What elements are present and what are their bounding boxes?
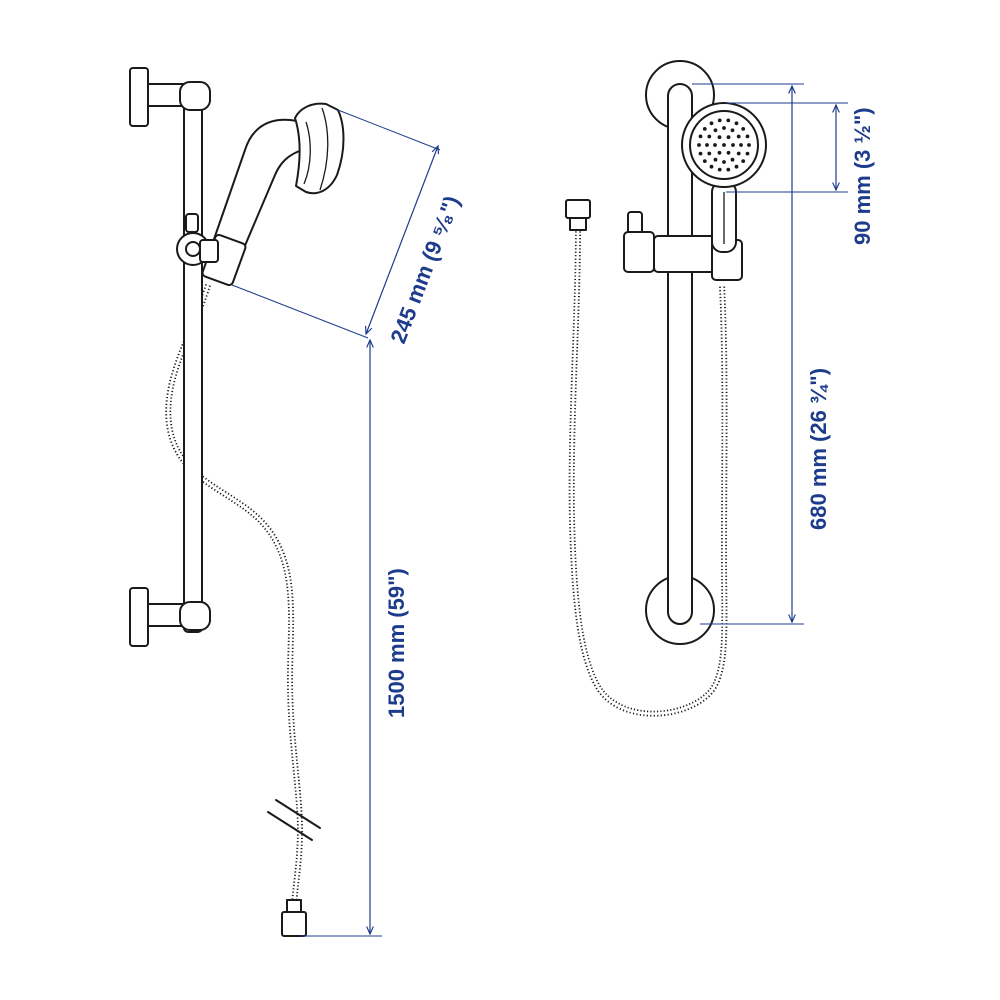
dimension-rail-height: 680 mm (26 ¾") [692, 83, 831, 625]
nozzle-dot [707, 151, 712, 156]
hose-front [568, 227, 728, 717]
nozzle-dot [709, 164, 714, 169]
nozzle-dot [717, 118, 722, 123]
dimension-head-diameter: 90 mm (3 ½") [726, 102, 875, 245]
nozzle-dot [717, 150, 722, 155]
nozzle-dot [741, 126, 746, 131]
nozzle-dot [745, 134, 750, 139]
nozzle-dot [747, 143, 751, 147]
nozzle-dot [713, 143, 717, 147]
dimension-head-length-label: 245 mm (9 ⁵⁄₈") [385, 192, 464, 346]
nozzle-dot [707, 134, 712, 139]
wall-bracket-bottom [129, 587, 211, 647]
nozzle-dot [726, 135, 731, 140]
nozzle-dot [739, 143, 743, 147]
nozzle-dot [726, 118, 731, 123]
nozzle-dot [702, 159, 707, 164]
slide-rail-front [667, 83, 693, 625]
nozzle-dot [722, 143, 726, 147]
nozzle-dot [736, 151, 741, 156]
nozzle-dot [717, 167, 722, 172]
dimension-head-diameter-label: 90 mm (3 ½") [850, 107, 875, 245]
nozzle-dot [726, 167, 731, 172]
hose-connector-top [565, 199, 591, 231]
dimension-rail-height-label: 680 mm (26 ¾") [806, 368, 831, 530]
nozzle-dot [722, 126, 726, 130]
nozzle-dot [698, 134, 703, 139]
nozzle-dot [736, 134, 741, 139]
rail-slider-front [623, 211, 743, 281]
nozzle-dot [731, 143, 735, 147]
dimension-hose-length-label: 1500 mm (59") [384, 568, 409, 718]
front-view: 680 mm (26 ¾") 90 mm (3 ½") [565, 60, 875, 717]
nozzle-dot [726, 150, 731, 155]
wall-bracket-top [129, 67, 211, 127]
hand-shower-front [681, 102, 767, 253]
rail-slider-side [176, 213, 219, 266]
nozzle-dot [745, 151, 750, 156]
nozzle-dot [702, 126, 707, 131]
nozzle-dot [734, 164, 739, 169]
dimension-hose-length: 1500 mm (59") [300, 340, 409, 937]
nozzle-dot [730, 128, 735, 133]
nozzle-dot [717, 135, 722, 140]
slide-rail [183, 91, 203, 633]
nozzle-pattern [697, 118, 751, 172]
hose-connector-bottom [281, 899, 307, 937]
side-view: 245 mm (9 ⁵⁄₈") 1500 mm (59") [129, 67, 465, 937]
hand-shower-side [201, 102, 345, 287]
nozzle-dot [705, 143, 709, 147]
hose-side [165, 284, 321, 906]
nozzle-dot [741, 159, 746, 164]
nozzle-dot [713, 128, 718, 133]
nozzle-dot [730, 157, 735, 162]
nozzle-dot [709, 121, 714, 126]
nozzle-dot [698, 151, 703, 156]
nozzle-dot [734, 121, 739, 126]
nozzle-dot [697, 143, 701, 147]
nozzle-dot [713, 157, 718, 162]
nozzle-dot [722, 160, 726, 164]
